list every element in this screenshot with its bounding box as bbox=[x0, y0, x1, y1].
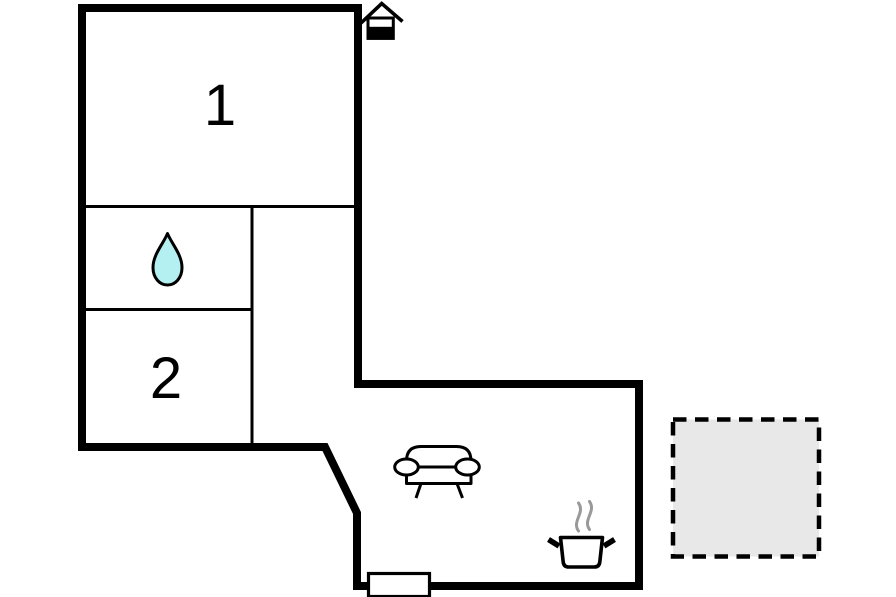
pot-handle-right bbox=[602, 537, 616, 549]
room-2-label: 2 bbox=[149, 346, 183, 411]
pot-handle-left bbox=[547, 537, 561, 549]
outer-walls bbox=[78, 4, 643, 590]
entrance-house-icon bbox=[359, 1, 404, 40]
entrance-body-fill bbox=[366, 26, 395, 40]
sofa-armrest-left bbox=[393, 457, 420, 477]
sofa-leg-left bbox=[414, 483, 423, 499]
sofa-body bbox=[405, 445, 473, 485]
terrace-area bbox=[670, 417, 822, 559]
steam-line-right bbox=[586, 500, 593, 531]
sofa-armrest-right bbox=[454, 457, 481, 477]
sofa-icon bbox=[393, 445, 481, 499]
door-opening bbox=[366, 571, 432, 597]
pot-body bbox=[558, 535, 605, 569]
room-1-label: 1 bbox=[203, 73, 237, 138]
steam-line-left bbox=[575, 501, 582, 533]
water-drop-icon bbox=[151, 232, 184, 287]
cooking-pot-icon bbox=[547, 500, 616, 569]
sofa-leg-right bbox=[455, 482, 464, 499]
